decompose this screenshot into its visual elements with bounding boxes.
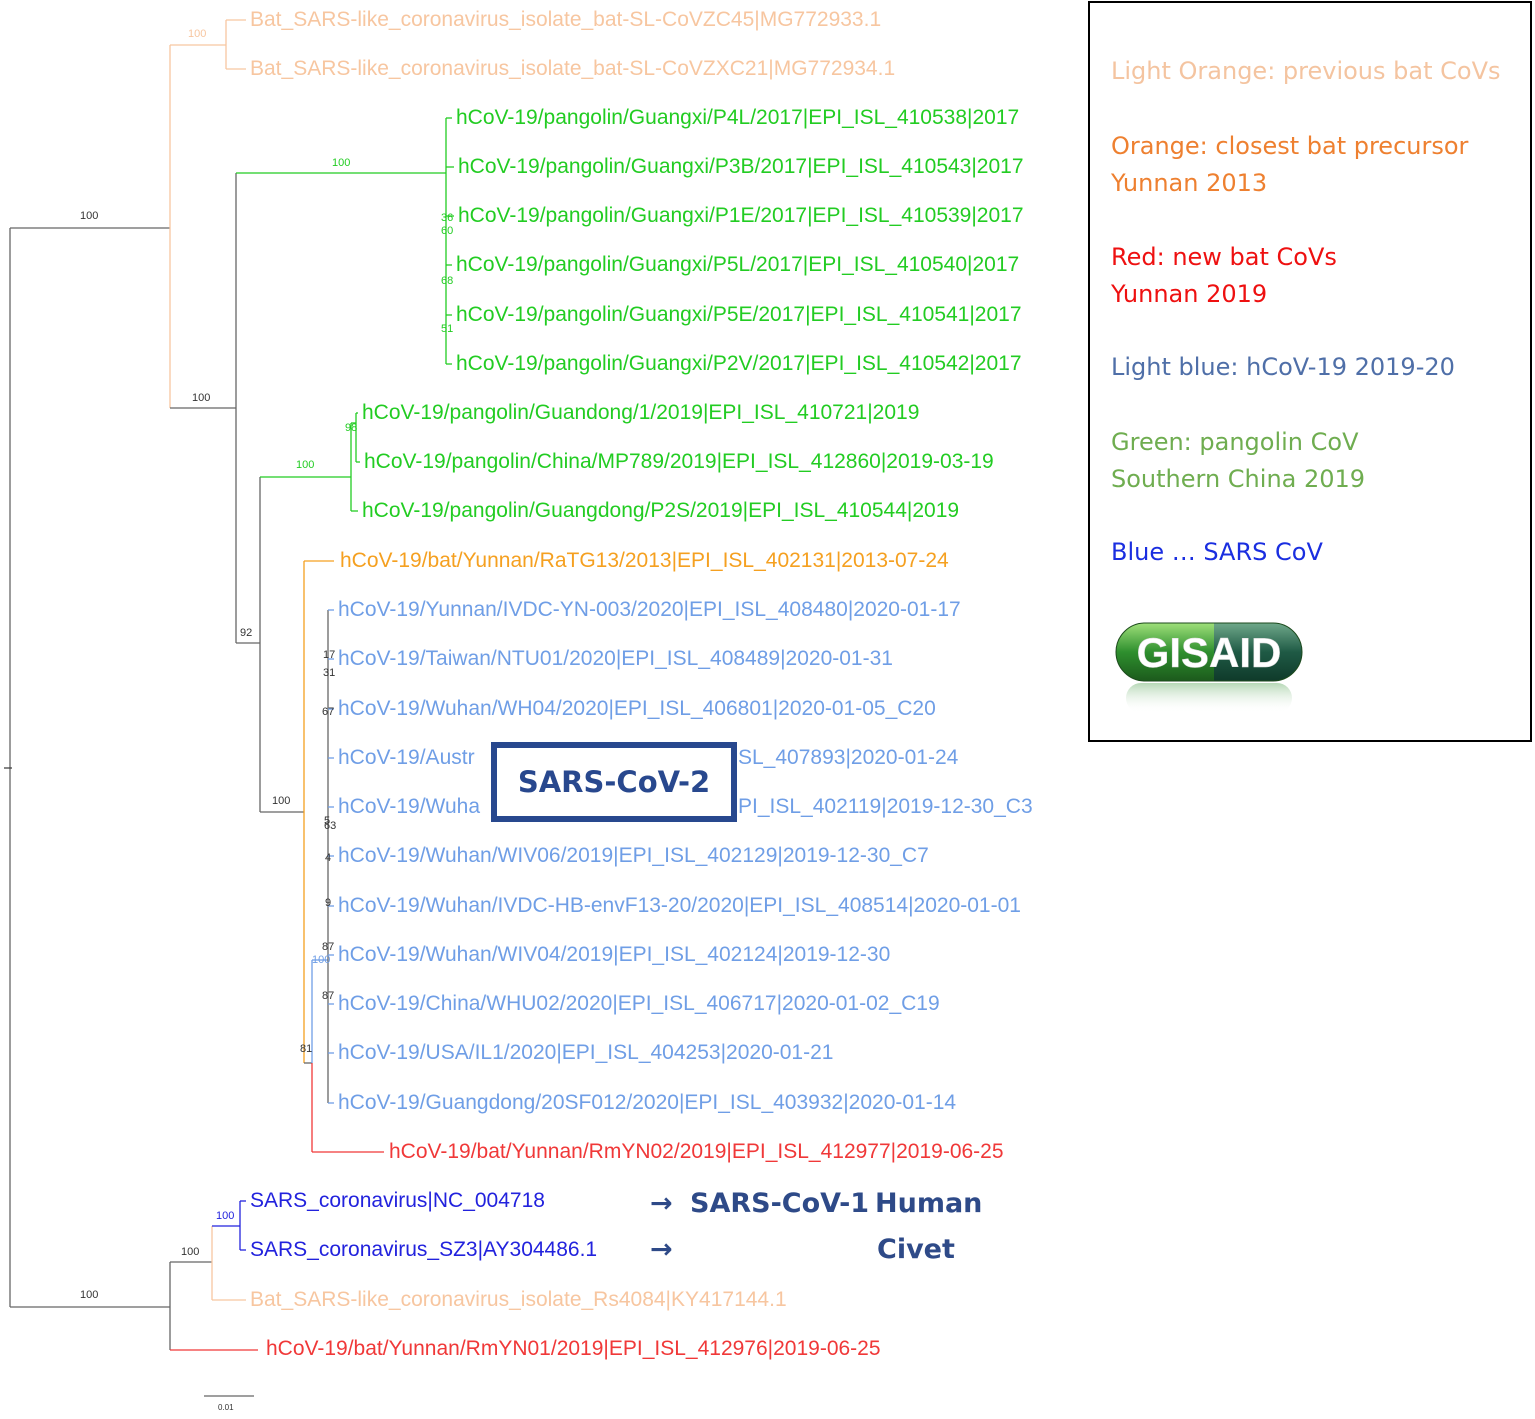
leaf-label: hCoV-19/bat/Yunnan/RmYN01/2019|EPI_ISL_4… [266,1337,881,1360]
legend-line: Green: pangolin CoV [1111,428,1359,456]
leaf-label-tail: SL_407893|2020-01-24 [738,746,959,769]
bootstrap-value: 100 [80,210,99,222]
scale-bar-label: 0.01 [218,1403,234,1412]
leaf-label: hCoV-19/pangolin/Guangdong/P2S/2019|EPI_… [362,499,960,522]
human-host-label: Human [875,1188,983,1219]
leaf-label: hCoV-19/USA/IL1/2020|EPI_ISL_404253|2020… [338,1041,834,1064]
bootstrap-value: 98 [345,422,358,434]
legend-line: Red: new bat CoVs [1111,243,1337,271]
bootstrap-value: 87 [322,941,335,953]
leaf-label: Bat_SARS-like_coronavirus_isolate_Rs4084… [250,1288,787,1311]
bootstrap-value: 100 [192,392,211,404]
leaf-label: hCoV-19/Taiwan/NTU01/2020|EPI_ISL_408489… [338,647,893,670]
legend-line: Light blue: hCoV-19 2019-20 [1111,353,1455,381]
leaf-label: hCoV-19/pangolin/Guangxi/P5L/2017|EPI_IS… [456,253,1020,276]
bootstrap-value: 100 [312,954,331,966]
bootstrap-value: 100 [332,157,351,169]
sars-cov-2-callout-box: SARS-CoV-2 [491,742,737,822]
bootstrap-value: 4 [325,852,332,864]
leaf-label: Bat_SARS-like_coronavirus_isolate_bat-SL… [250,8,882,31]
bootstrap-value: 100 [272,795,291,807]
bootstrap-value: 100 [188,28,207,40]
legend-line: Blue … SARS CoV [1111,538,1323,566]
leaf-label: SARS_coronavirus|NC_004718 [250,1189,545,1212]
leaf-label: hCoV-19/Wuha [338,795,481,818]
legend-line: Orange: closest bat precursor [1111,132,1469,160]
legend-line: Yunnan 2013 [1111,169,1268,197]
bootstrap-value: 36 [441,212,454,224]
gisaid-logo: GISAID [1115,622,1303,713]
civet-host-label: Civet [877,1234,955,1265]
leaf-label: hCoV-19/pangolin/Guangxi/P1E/2017|EPI_IS… [458,204,1024,227]
legend-line: Light Orange: previous bat CoVs [1111,57,1501,85]
bootstrap-value: 81 [300,1043,313,1055]
sars-cov-1-label: SARS-CoV-1 [690,1188,870,1219]
bootstrap-value: 5 [324,815,331,827]
bootstrap-value: 51 [441,323,454,335]
sars1-arrow: → [650,1188,673,1219]
leaf-label: hCoV-19/pangolin/China/MP789/2019|EPI_IS… [364,450,994,473]
bootstrap-value: 67 [322,706,335,718]
leaf-label: hCoV-19/Wuhan/WIV04/2019|EPI_ISL_402124|… [338,943,891,966]
leaf-label: SARS_coronavirus_SZ3|AY304486.1 [250,1238,598,1261]
bootstrap-value: 68 [441,275,454,287]
leaf-label: hCoV-19/bat/Yunnan/RmYN02/2019|EPI_ISL_4… [389,1140,1004,1163]
bootstrap-value: 31 [323,667,336,679]
leaf-label: hCoV-19/bat/Yunnan/RaTG13/2013|EPI_ISL_4… [340,549,949,572]
bootstrap-value: 9 [325,897,332,909]
bootstrap-value: 92 [240,627,253,639]
legend-line: Southern China 2019 [1111,465,1366,493]
leaf-label: hCoV-19/pangolin/Guangxi/P3B/2017|EPI_IS… [458,155,1024,178]
leaf-label: hCoV-19/Wuhan/WIV06/2019|EPI_ISL_402129|… [338,844,929,867]
bootstrap-value: 100 [80,1289,99,1301]
bootstrap-value: 17 [323,649,336,661]
leaf-label: hCoV-19/pangolin/Guangxi/P2V/2017|EPI_IS… [456,352,1022,375]
leaf-label: hCoV-19/Guangdong/20SF012/2020|EPI_ISL_4… [338,1091,957,1114]
bootstrap-value: 100 [216,1210,235,1222]
bootstrap-value: 100 [181,1246,200,1258]
leaf-label: hCoV-19/pangolin/Guangxi/P5E/2017|EPI_IS… [456,303,1022,326]
leaf-label: hCoV-19/Austr [338,746,475,769]
leaf-label: hCoV-19/pangolin/Guangxi/P4L/2017|EPI_IS… [456,106,1020,129]
legend-line: Yunnan 2019 [1111,280,1268,308]
leaf-label: hCoV-19/China/WHU02/2020|EPI_ISL_406717|… [338,992,940,1015]
leaf-label: hCoV-19/Wuhan/WH04/2020|EPI_ISL_406801|2… [338,697,936,720]
civet-arrow: → [650,1234,673,1265]
bootstrap-value: 87 [322,990,335,1002]
leaf-label: hCoV-19/pangolin/Guandong/1/2019|EPI_ISL… [362,401,920,424]
bootstrap-value: 60 [441,225,454,237]
leaf-label: hCoV-19/Wuhan/IVDC-HB-envF13-20/2020|EPI… [338,894,1021,917]
sars-cov-2-label: SARS-CoV-2 [517,765,711,799]
leaf-label-tail: PI_ISL_402119|2019-12-30_C3 [738,795,1033,818]
bootstrap-value: 63 [324,820,337,832]
gisaid-logo-text: GISAID [1137,629,1282,676]
leaf-label: Bat_SARS-like_coronavirus_isolate_bat-SL… [250,57,896,80]
bootstrap-value: 100 [296,459,315,471]
leaf-label: hCoV-19/Yunnan/IVDC-YN-003/2020|EPI_ISL_… [338,598,961,621]
